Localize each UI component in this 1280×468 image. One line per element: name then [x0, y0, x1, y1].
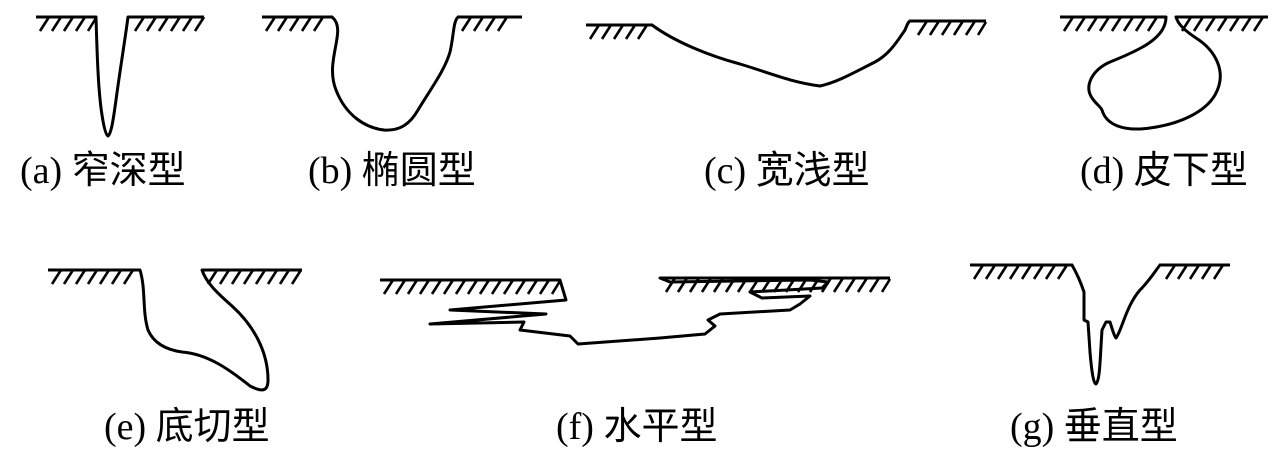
cavity-outline [94, 15, 130, 138]
cavity-outline [1087, 15, 1222, 131]
ground-hatching-left [588, 24, 649, 40]
horizontal-cavity-drawing [380, 276, 892, 346]
figure-g-vertical: (g) 垂直型 [960, 240, 1260, 460]
subcutaneous-cavity-drawing [1060, 15, 1268, 131]
ground-hatching-left [264, 16, 325, 32]
caption-e: (e) 底切型 [104, 406, 270, 448]
ground-hatching-right [206, 269, 303, 285]
ground-hatching-left [38, 16, 98, 32]
caption-c: (c) 宽浅型 [704, 150, 870, 192]
narrow-deep-cavity-drawing [36, 15, 206, 138]
vertical-cavity-drawing [970, 263, 1230, 386]
ground-hatching-right [460, 16, 509, 32]
figure-e-undercut: (e) 底切型 [0, 240, 330, 460]
figure-d-subcutaneous: (d) 皮下型 [1040, 0, 1280, 200]
caption-b: (b) 椭圆型 [308, 150, 476, 192]
caption-d: (d) 皮下型 [1080, 150, 1248, 192]
figure-c-wide-shallow: (c) 宽浅型 [580, 0, 1000, 200]
elliptical-cavity-drawing [262, 15, 522, 132]
ground-hatching-right [133, 16, 206, 32]
caption-f: (f) 水平型 [556, 406, 718, 448]
ground-hatching-left [972, 264, 1069, 280]
cavity-outline [428, 276, 830, 346]
caption-a: (a) 窄深型 [20, 150, 186, 192]
figure-b-elliptical: (b) 椭圆型 [250, 0, 522, 200]
cavity-outline [138, 268, 270, 392]
ground-hatching-right [1180, 16, 1265, 32]
figure-a-narrow-deep: (a) 窄深型 [0, 0, 260, 200]
wide-shallow-cavity-drawing [586, 19, 988, 88]
cavity-outline [650, 19, 912, 88]
ground-hatching-right [916, 20, 988, 36]
ground-hatching-right [1164, 264, 1225, 280]
ground-hatching-left [50, 269, 135, 285]
caption-g: (g) 垂直型 [1010, 406, 1178, 448]
cavity-outline [1070, 263, 1162, 386]
cavity-outline [330, 15, 460, 132]
figure-f-horizontal: (f) 水平型 [370, 240, 910, 460]
ground-hatching-left [1062, 16, 1159, 32]
ground-hatching-left [382, 279, 562, 295]
undercut-cavity-drawing [48, 268, 303, 392]
